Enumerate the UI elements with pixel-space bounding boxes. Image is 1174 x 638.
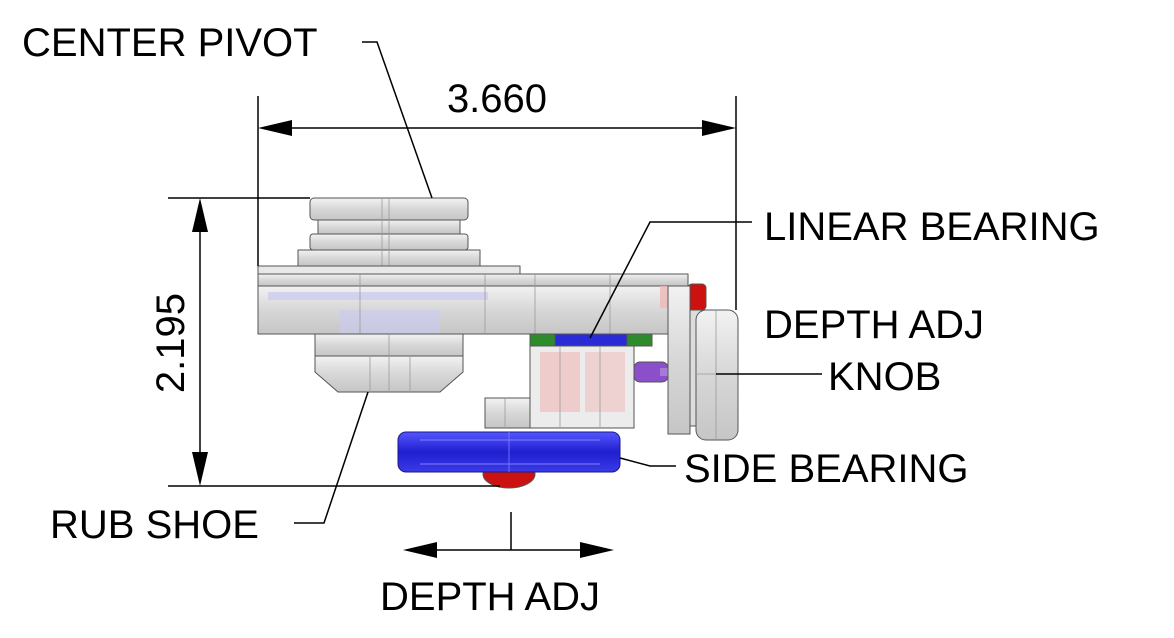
linear-bearing-label: LINEAR BEARING <box>764 205 1100 249</box>
depth-adj-arrow <box>403 512 614 558</box>
rub-shoe-part <box>314 333 464 393</box>
side-bearing-leader <box>619 457 676 467</box>
width-dimension-value: 3.660 <box>447 77 547 121</box>
center-pivot-leader <box>362 41 433 199</box>
depth-adj-knob-part <box>667 285 739 441</box>
depth-adj-label: DEPTH ADJ <box>380 575 600 619</box>
height-dimension: 2.195 <box>149 197 500 487</box>
width-arrow-right <box>702 120 736 136</box>
center-pivot-label: CENTER PIVOT <box>22 21 318 65</box>
height-arrow-bottom <box>192 452 208 486</box>
depth-adj-knob-label-line2: KNOB <box>828 355 941 399</box>
width-arrow-left <box>258 120 292 136</box>
linear-bearing-part <box>484 333 653 429</box>
side-bearing-part <box>397 431 621 489</box>
assembly <box>257 197 739 489</box>
depth-adj-knob-label-line1: DEPTH ADJ <box>764 303 984 347</box>
width-dimension: 3.660 <box>257 77 737 310</box>
rub-shoe-leader <box>294 391 369 524</box>
side-bearing-label: SIDE BEARING <box>684 447 969 491</box>
main-arm <box>257 265 707 335</box>
linear-bearing-leader <box>589 221 752 339</box>
depth-adj-arrow-right <box>580 542 614 558</box>
rub-shoe-label: RUB SHOE <box>50 503 259 547</box>
height-arrow-top <box>192 198 208 232</box>
height-dimension-value: 2.195 <box>149 293 193 393</box>
depth-adj-arrow-left <box>403 542 437 558</box>
